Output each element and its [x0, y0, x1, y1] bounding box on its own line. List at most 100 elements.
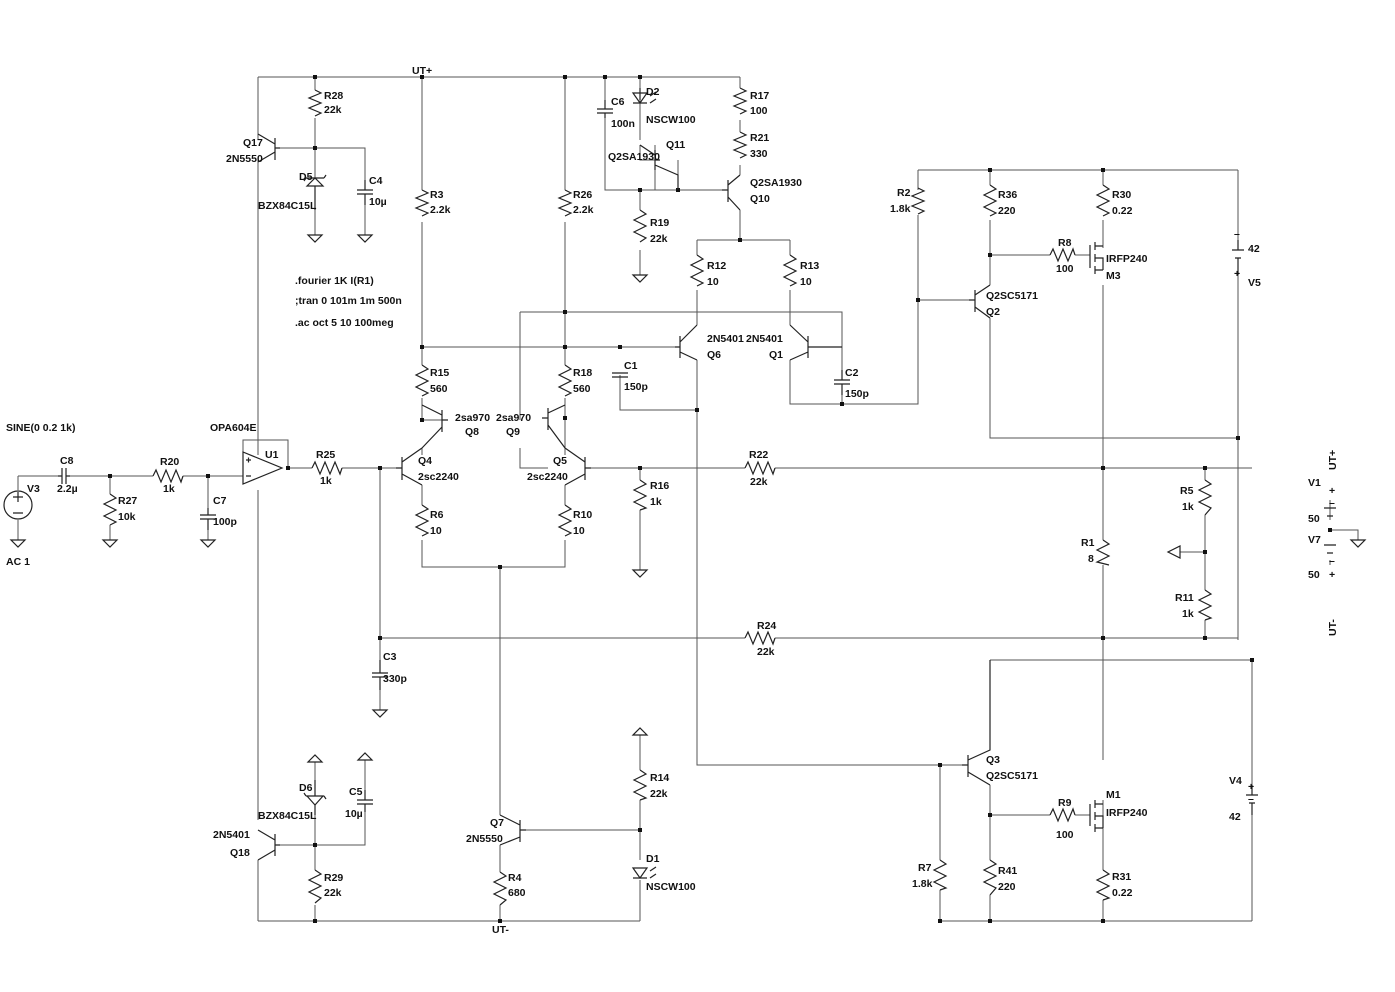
value-c3: 330p [383, 673, 407, 685]
ref-r14: R14 [650, 772, 669, 784]
diode-labels: D2 NSCW100 D5 BZX84C15L D6 BZX84C15L D1 … [258, 86, 696, 893]
diode-symbols [303, 88, 657, 880]
resistor-r36 [982, 184, 998, 217]
value-r4: 680 [508, 887, 526, 899]
value-c4: 10µ [369, 196, 387, 208]
ref-v7: V7 [1308, 534, 1321, 546]
value-r22: 22k [750, 476, 768, 488]
ref-d6: D6 [299, 782, 313, 794]
value-d1: NSCW100 [646, 881, 696, 893]
value-r13: 10 [800, 276, 812, 288]
ref-r22: R22 [749, 449, 768, 461]
ref-r13: R13 [800, 260, 819, 272]
ref-r26: R26 [573, 189, 592, 201]
resistor-r28 [307, 89, 323, 117]
value-r12: 10 [707, 276, 719, 288]
source-ac: AC 1 [6, 556, 30, 568]
resistor-r10 [557, 504, 573, 537]
value-v4: 42 [1229, 811, 1241, 823]
transistor-q3 [962, 660, 991, 786]
resistor-r41 [982, 859, 998, 896]
model-q8: 2sa970 [455, 412, 490, 424]
source-name: V3 [27, 483, 40, 495]
model-q5: 2sc2240 [527, 471, 568, 483]
value-r8: 100 [1056, 263, 1074, 275]
ref-c8: C8 [60, 455, 74, 467]
ref-r29: R29 [324, 872, 343, 884]
value-r7: 1.8k [912, 878, 933, 890]
value-r26: 2.2k [573, 204, 594, 216]
ref-r28: R28 [324, 90, 343, 102]
value-d5: BZX84C15L [258, 200, 317, 212]
resistor-r11 [1197, 589, 1213, 621]
ref-r36: R36 [998, 189, 1017, 201]
ref-c2: C2 [845, 367, 859, 379]
value-r15: 560 [430, 383, 448, 395]
value-r24: 22k [757, 646, 775, 658]
value-r10: 10 [573, 525, 585, 537]
diode-d6 [303, 780, 327, 815]
value-r9: 100 [1056, 829, 1074, 841]
value-r19: 22k [650, 233, 668, 245]
value-r17: 100 [750, 105, 768, 117]
value-r21: 330 [750, 148, 768, 160]
value-r1: 8 [1088, 553, 1094, 565]
resistor-r7 [932, 859, 948, 891]
resistor-r27 [102, 493, 118, 526]
ref-q6: Q6 [707, 349, 721, 361]
model-q18: 2N5401 [213, 829, 250, 841]
value-r20: 1k [163, 483, 175, 495]
ref-r18: R18 [573, 367, 592, 379]
ref-q4: Q4 [418, 455, 432, 467]
transistor-q18 [257, 829, 280, 861]
ref-r15: R15 [430, 367, 449, 379]
model-q6: 2N5401 [707, 333, 744, 345]
capacitor-c5 [357, 790, 373, 812]
value-d2: NSCW100 [646, 114, 696, 126]
directive-fourier: .fourier 1K I(R1) [295, 275, 374, 287]
resistor-r15 [414, 364, 430, 397]
ref-c6: C6 [611, 96, 625, 108]
model-q3: Q2SC5171 [986, 770, 1038, 782]
resistor-r25 [311, 460, 343, 476]
net-labels: UT+ UT- UT+ UT- [412, 65, 1339, 936]
resistor-r30 [1095, 184, 1111, 217]
model-q2: Q2SC5171 [986, 290, 1038, 302]
model-q7: 2N5550 [466, 833, 503, 845]
ground-symbols [9, 234, 1367, 763]
transistor-q11 [639, 144, 679, 190]
value-c2: 150p [845, 388, 869, 400]
opamp-model: OPA604E [210, 422, 257, 434]
transistor-q9 [542, 404, 566, 449]
net-label-ut-minus: UT- [492, 924, 509, 936]
ref-r1: R1 [1081, 537, 1095, 549]
value-r30: 0.22 [1112, 205, 1133, 217]
ref-r5: R5 [1180, 485, 1194, 497]
ref-r8: R8 [1058, 237, 1072, 249]
resistor-r20 [152, 468, 184, 484]
directive-ac: .ac oct 5 10 100meg [295, 317, 394, 329]
ref-q10: Q10 [750, 193, 770, 205]
model-m3: IRFP240 [1106, 253, 1148, 265]
model-q4: 2sc2240 [418, 471, 459, 483]
value-r3: 2.2k [430, 204, 451, 216]
resistor-r18 [557, 364, 573, 397]
resistor-symbols [102, 87, 1213, 906]
value-r2: 1.8k [890, 203, 911, 215]
transistor-q8 [421, 404, 448, 449]
resistor-r22 [744, 460, 776, 476]
battery-v7 [1324, 544, 1336, 554]
resistor-r29 [307, 869, 323, 904]
capacitor-c2 [834, 370, 850, 395]
ref-r24: R24 [757, 620, 776, 632]
ref-r6: R6 [430, 509, 444, 521]
resistor-r3 [414, 189, 430, 217]
spice-directives: .fourier 1K I(R1) ;tran 0 101m 1m 500n .… [295, 275, 402, 329]
plus-v5: + [1234, 268, 1240, 280]
source-labels: SINE(0 0.2 1k) V3 AC 1 OPA604E U1 [6, 422, 279, 568]
minus-v4: – [1248, 793, 1254, 805]
model-q11: Q2SA1930 [608, 151, 660, 163]
source-v3 [3, 490, 33, 520]
value-v1: 50 [1308, 513, 1320, 525]
minus-v5: – [1234, 228, 1240, 240]
